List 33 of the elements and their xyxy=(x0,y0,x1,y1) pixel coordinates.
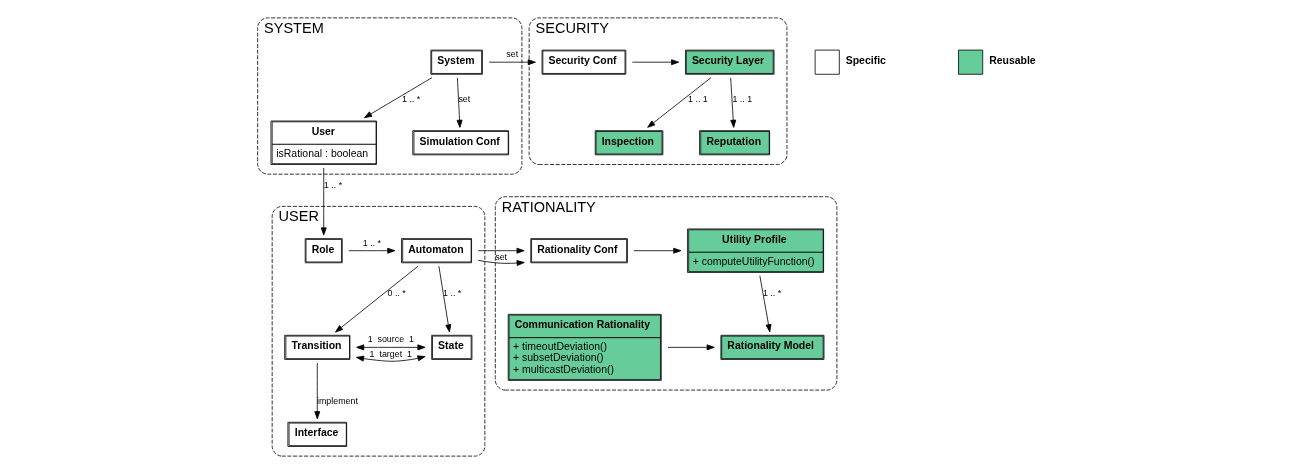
edge-label: 1 source 1 xyxy=(367,334,414,345)
edge-label: 1 target 1 xyxy=(369,348,412,359)
edge-label: 1 .. * xyxy=(762,287,781,298)
arrow xyxy=(633,247,681,254)
edge-label: set xyxy=(457,94,470,105)
arrow xyxy=(355,355,425,362)
edge-label: set xyxy=(494,252,507,263)
edge-label: set xyxy=(505,49,518,60)
arrow xyxy=(320,167,327,236)
edge-label: 1 .. * xyxy=(401,94,420,105)
edge-label: 1 .. 1 xyxy=(687,94,708,105)
edge-label: 1 .. * xyxy=(323,179,342,190)
arrow xyxy=(355,344,425,351)
arrow xyxy=(631,59,679,66)
edge-label: 1 .. * xyxy=(362,237,381,248)
legend-label: Reusable xyxy=(988,55,1036,67)
arrow xyxy=(477,247,525,266)
arrow xyxy=(758,275,771,333)
arrow xyxy=(488,59,536,66)
edge-label: 0 .. * xyxy=(387,287,406,298)
arrow xyxy=(456,77,462,128)
arrow xyxy=(437,265,451,333)
arrow xyxy=(334,265,419,333)
arrow xyxy=(667,344,715,351)
arrow xyxy=(313,362,320,420)
edge-label: 1 .. * xyxy=(442,287,461,298)
arrow xyxy=(729,77,736,128)
arrow xyxy=(363,77,432,119)
arrow xyxy=(347,247,395,254)
edge-label: 1 .. 1 xyxy=(731,94,752,105)
edge-label: implement xyxy=(316,395,358,406)
legend-label: Specific xyxy=(845,55,886,67)
arrow xyxy=(646,77,711,128)
